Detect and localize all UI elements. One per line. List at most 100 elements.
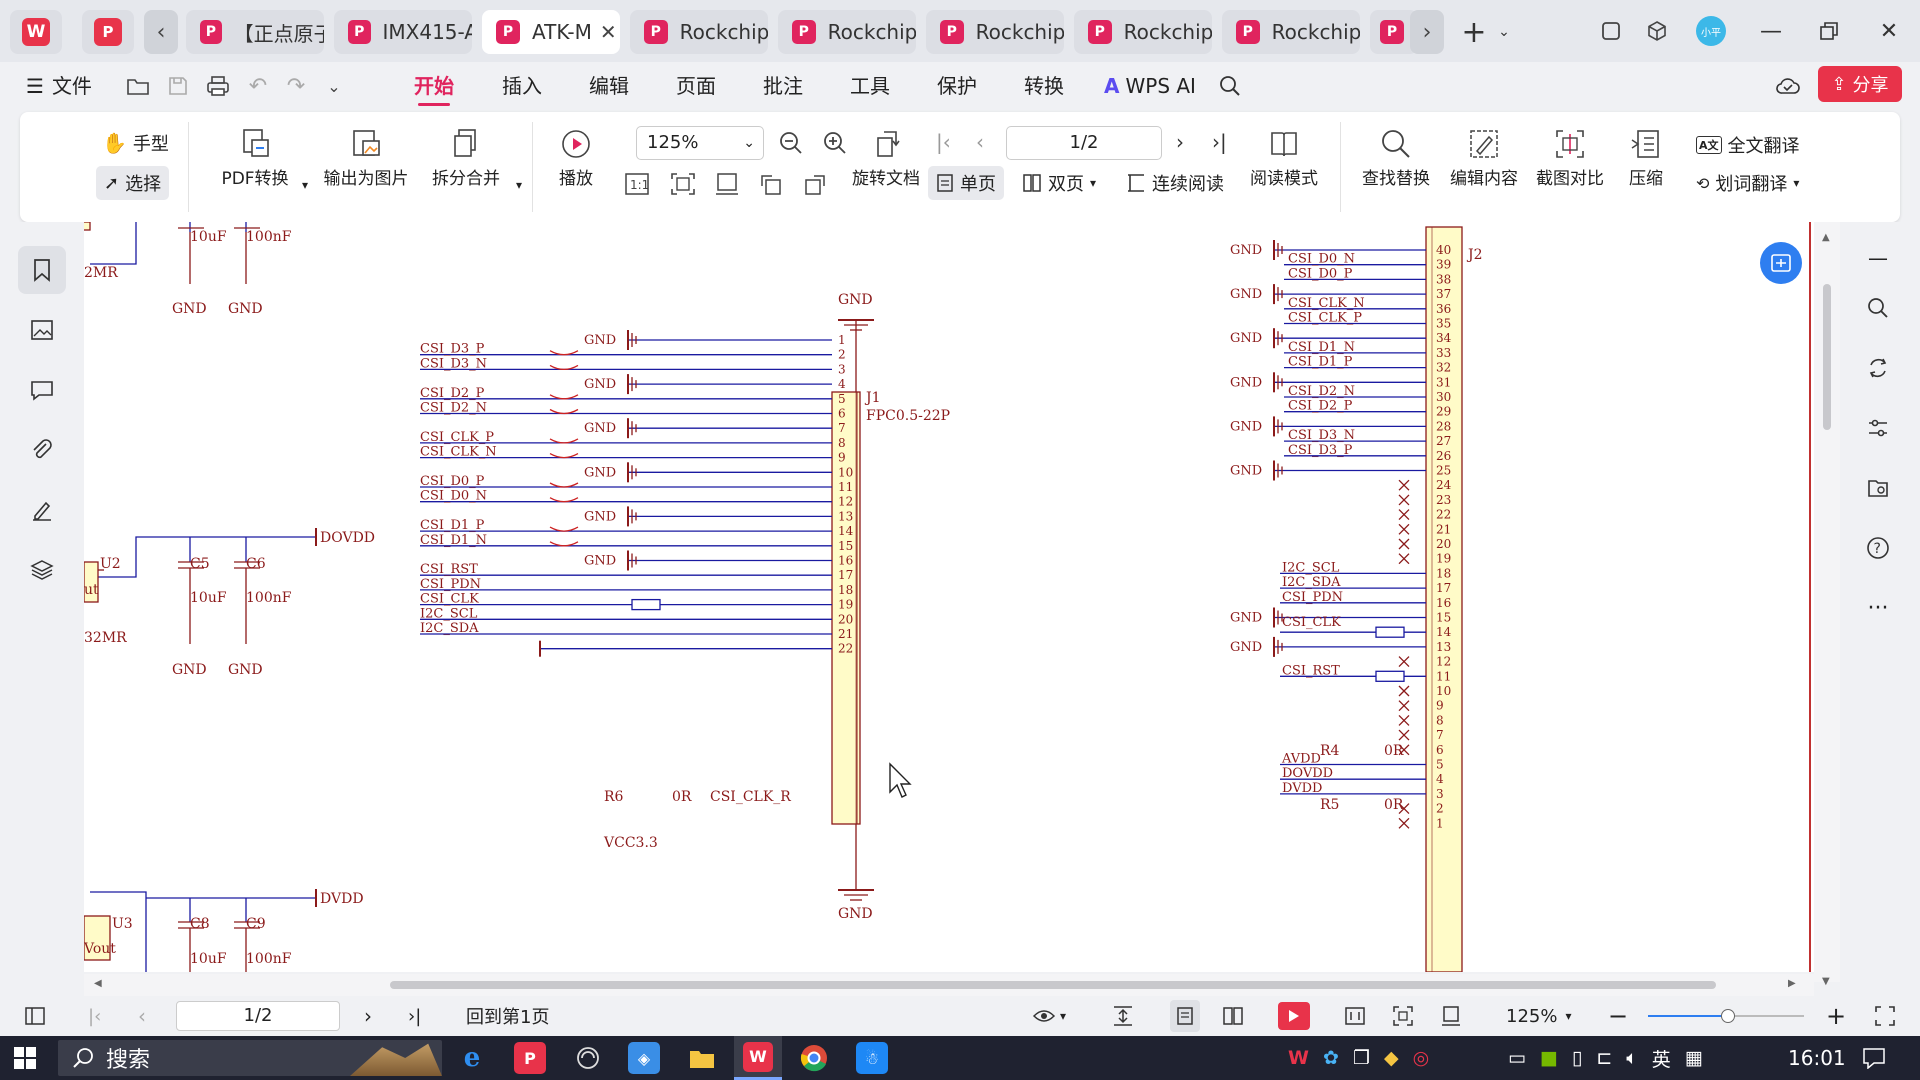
double-page-button[interactable]: 双页▾	[1022, 170, 1096, 196]
quick-access-chevron-icon[interactable]: ⌄	[327, 76, 341, 96]
scroll-up-icon[interactable]: ▲	[1822, 232, 1830, 243]
double-page-view-icon[interactable]	[1222, 996, 1244, 1036]
redo-icon[interactable]: ↷	[286, 73, 306, 99]
menu-tab-start[interactable]: 开始	[414, 62, 454, 110]
keyboard-grid-icon[interactable]: ▦	[1684, 1047, 1703, 1069]
eye-protection-icon[interactable]: ▾	[1032, 996, 1066, 1036]
search-icon[interactable]	[1216, 72, 1244, 100]
select-tool-button[interactable]: ➚选择	[96, 166, 170, 200]
more-icon[interactable]: ···	[1867, 595, 1889, 621]
page-number-field[interactable]: 1/2	[176, 1001, 340, 1031]
nvidia-icon[interactable]: ■	[1539, 1047, 1558, 1069]
bookmark-panel-button[interactable]	[18, 246, 66, 294]
close-window-button[interactable]: ✕	[1879, 18, 1899, 44]
minimize-button[interactable]: —	[1760, 18, 1782, 44]
actual-size-icon[interactable]: 1:1	[624, 172, 650, 196]
split-merge-chevron-icon[interactable]: ▾	[516, 178, 523, 192]
pdf-convert-chevron-icon[interactable]: ▾	[302, 178, 309, 192]
floating-ocr-button[interactable]	[1760, 242, 1802, 284]
tray-shield-icon[interactable]: ◆	[1383, 1047, 1399, 1069]
compress-button[interactable]: 压缩	[1620, 128, 1672, 189]
tab-document-1[interactable]: P【正点原子	[186, 10, 324, 54]
menu-tab-page[interactable]: 页面	[676, 74, 716, 98]
prev-page-icon[interactable]: ‹	[138, 1004, 146, 1028]
reading-mode-button[interactable]: 阅读模式	[1242, 128, 1326, 189]
vertical-scroll-thumb[interactable]	[1823, 284, 1831, 430]
app-blue-icon[interactable]: ◈	[628, 1042, 660, 1074]
tray-colorful-icon[interactable]: ✿	[1322, 1047, 1339, 1069]
tray-sync-icon[interactable]: ◎	[1412, 1047, 1430, 1069]
open-folder-icon[interactable]	[124, 72, 152, 100]
zoom-slider-thumb[interactable]	[1721, 1009, 1735, 1023]
tabs-scroll-left-button[interactable]: ‹	[144, 10, 178, 54]
close-tab-icon[interactable]: ✕	[599, 20, 617, 44]
scroll-left-icon[interactable]: ◀	[94, 978, 102, 989]
first-page-icon[interactable]: |‹	[88, 1005, 102, 1027]
display-icon[interactable]: ▭	[1508, 1047, 1526, 1069]
tabs-scroll-right-button[interactable]: ›	[1410, 10, 1444, 54]
horizontal-scrollbar[interactable]: ◀ ▶	[84, 974, 1814, 996]
hand-tool-button[interactable]: ✋手型	[102, 130, 169, 156]
menu-tab-annotate[interactable]: 批注	[763, 74, 803, 98]
rotate-right-icon[interactable]	[802, 172, 828, 196]
chrome-icon[interactable]	[798, 1042, 830, 1074]
wps-logo[interactable]: W	[10, 10, 62, 54]
layers-panel-button[interactable]	[18, 546, 66, 594]
first-page-icon[interactable]: |‹	[936, 130, 951, 154]
rotate-document-button[interactable]: 旋转文档	[846, 128, 926, 189]
cloud-sync-icon[interactable]	[1774, 72, 1802, 100]
rotate-left-icon[interactable]	[758, 172, 784, 196]
play-button[interactable]: 播放	[548, 128, 604, 189]
tray-wps-icon[interactable]: W	[1288, 1047, 1309, 1069]
full-translate-button[interactable]: A文全文翻译	[1696, 132, 1800, 158]
fit-height-icon[interactable]	[1112, 996, 1134, 1036]
scroll-right-icon[interactable]: ▶	[1788, 978, 1796, 989]
share-button[interactable]: ⇪分享	[1818, 66, 1902, 102]
export-image-button[interactable]: 输出为图片	[314, 128, 418, 189]
actual-size-icon[interactable]	[1344, 996, 1366, 1036]
notification-center-icon[interactable]	[1862, 1036, 1886, 1080]
pdf-taskbar-icon[interactable]: P	[514, 1042, 546, 1074]
avatar[interactable]: 小平	[1696, 16, 1726, 46]
input-language-label[interactable]: 英	[1651, 1048, 1671, 1071]
last-page-icon[interactable]: ›|	[408, 1005, 422, 1027]
menu-tab-insert[interactable]: 插入	[502, 74, 542, 98]
map-book-icon[interactable]	[1858, 468, 1898, 508]
volume-icon[interactable]: 🔈︎	[1626, 1047, 1638, 1069]
back-to-first-page-link[interactable]: 回到第1页	[466, 1007, 550, 1028]
usb-icon[interactable]: ▯	[1571, 1047, 1583, 1069]
restore-button[interactable]	[1814, 16, 1844, 46]
fullscreen-icon[interactable]	[1874, 996, 1896, 1036]
menu-tab-convert[interactable]: 转换	[1024, 74, 1064, 98]
search-icon[interactable]	[1858, 288, 1898, 328]
print-icon[interactable]	[204, 72, 232, 100]
last-page-icon[interactable]: ›|	[1212, 130, 1227, 154]
taskbar-search-box[interactable]: 搜索	[58, 1040, 442, 1076]
thumbnail-panel-button[interactable]	[18, 306, 66, 354]
zoom-level-select[interactable]: 125%▾	[1506, 996, 1572, 1036]
cube-icon[interactable]	[1642, 16, 1672, 46]
app-circle-icon[interactable]	[572, 1042, 604, 1074]
ie-browser-icon[interactable]: e	[463, 1043, 481, 1073]
zoom-out-button[interactable]: −	[1608, 1002, 1629, 1030]
single-page-view-icon[interactable]	[1170, 1000, 1200, 1032]
screenshot-compare-button[interactable]: 截图对比	[1530, 128, 1610, 189]
toggle-sidebar-icon[interactable]	[24, 996, 46, 1036]
menu-tab-tools[interactable]: 工具	[850, 74, 890, 98]
find-replace-button[interactable]: 查找替换	[1356, 128, 1436, 189]
taskbar-active-wps[interactable]: W	[734, 1036, 782, 1080]
translate-side-icon[interactable]	[1858, 348, 1898, 388]
split-merge-button[interactable]: 拆分合并	[420, 128, 512, 189]
zoom-select[interactable]: 125%⌄	[636, 126, 764, 160]
new-tab-button[interactable]: +	[1461, 14, 1487, 50]
next-page-icon[interactable]: ›	[1176, 130, 1184, 154]
pdf-convert-button[interactable]: PDF转换	[210, 128, 300, 189]
